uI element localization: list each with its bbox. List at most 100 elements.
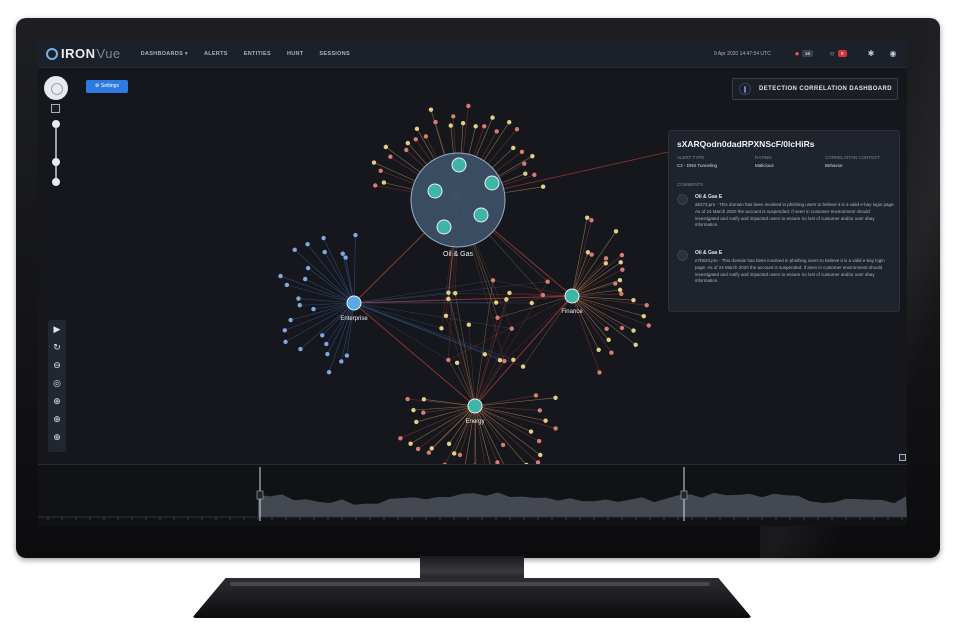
meta-value: Malicious <box>755 163 774 168</box>
zoom-out-icon[interactable]: ⊖ <box>53 360 61 370</box>
add-icon[interactable]: ⊕ <box>53 432 61 442</box>
leaf-node <box>413 137 418 142</box>
graph-edge <box>448 359 476 407</box>
leaf-node <box>545 279 550 284</box>
brand-name: IRON <box>61 46 96 61</box>
leaf-node <box>321 235 326 241</box>
refresh-icon[interactable]: ↻ <box>53 342 61 352</box>
nav-dashboards[interactable]: DASHBOARDS ▾ <box>140 50 188 57</box>
graph-edge <box>298 298 355 304</box>
graph-edge <box>353 292 456 304</box>
hub-link <box>353 302 476 407</box>
meta-key: CORRELATION CONTEXT <box>825 155 880 160</box>
leaf-node <box>326 369 332 375</box>
leaf-node <box>633 342 638 348</box>
leaf-node <box>618 260 623 265</box>
nav-alerts[interactable]: ALERTS <box>203 50 228 57</box>
leaf-node <box>325 351 330 357</box>
graph-edge <box>410 405 476 444</box>
hub-link <box>474 295 573 407</box>
leaf-node <box>446 441 452 447</box>
main-nav: DASHBOARDS ▾ ALERTS ENTITIES HUNT SESSIO… <box>141 51 366 57</box>
graph-edge <box>431 405 476 449</box>
expand-timeline-icon[interactable] <box>899 454 906 461</box>
notification-icon[interactable]: ○ <box>829 49 835 58</box>
hub-node <box>564 288 580 304</box>
ironvue-logo[interactable]: IRON Vue <box>46 46 121 61</box>
leaf-node <box>414 126 420 132</box>
graph-edge <box>571 295 649 326</box>
comments-header: COMMENTS <box>677 182 704 187</box>
leaf-node <box>282 328 287 333</box>
leaf-node <box>490 278 496 283</box>
graph-edge <box>459 405 476 455</box>
zoom-slider-bottom-knob[interactable] <box>52 178 60 186</box>
graph-edge <box>571 295 647 306</box>
graph-edge <box>474 405 477 464</box>
comment-author: Oil & Gas E <box>695 194 723 200</box>
nav-entities[interactable]: ENTITIES <box>243 50 271 57</box>
meta-correlation-context: CORRELATION CONTEXT Behavior <box>825 155 880 168</box>
leaf-node <box>446 357 451 363</box>
user-icon[interactable]: ◉ <box>889 49 897 58</box>
zoom-in-icon[interactable]: ⊕ <box>53 396 61 406</box>
graph-edge <box>504 295 573 362</box>
timeline-area-chart[interactable] <box>38 465 907 526</box>
graph-edge <box>571 279 621 297</box>
leaf-node <box>553 395 558 400</box>
leaf-node <box>473 124 478 129</box>
monitor-stand-base <box>192 578 752 618</box>
graph-edge <box>353 302 442 329</box>
leaf-node <box>596 347 601 353</box>
leaf-node <box>381 180 387 185</box>
pan-control[interactable] <box>44 76 68 100</box>
graph-edge <box>474 405 540 411</box>
zoom-slider-handle[interactable] <box>52 158 60 166</box>
leaf-node <box>482 124 487 129</box>
leaf-node <box>495 460 500 464</box>
graph-edge <box>280 275 355 304</box>
meta-value: C2 - DNS Tunneling <box>677 163 718 168</box>
graph-edge <box>474 292 510 407</box>
zoom-slider-top-knob[interactable] <box>52 120 60 128</box>
graph-edge <box>571 295 636 346</box>
graph-edge <box>416 405 476 423</box>
alert-bell-icon[interactable]: ● <box>794 49 800 58</box>
leaf-node <box>452 451 457 456</box>
graph-edge <box>571 295 599 350</box>
expand-icon[interactable]: ⊕ <box>53 414 61 424</box>
gear-icon[interactable]: ✱ <box>867 49 875 58</box>
leaf-node <box>641 313 646 319</box>
graph-edge <box>342 253 355 304</box>
nav-hunt[interactable]: HUNT <box>286 50 304 57</box>
detection-correlation-dashboard-button[interactable]: DETECTION CORRELATION DASHBOARD <box>732 78 898 100</box>
graph-edge <box>522 295 573 367</box>
graph-edge <box>328 302 355 373</box>
play-icon[interactable]: ▶ <box>53 324 61 334</box>
leaf-node <box>511 357 516 363</box>
graph-edge <box>474 280 494 407</box>
leaf-node <box>631 328 636 333</box>
graph-edge <box>353 302 449 361</box>
alert-detail-panel: sXARQodn0dadRPXNScF/0lcHiRs ALERT TYPE C… <box>668 130 900 312</box>
leaf-node <box>553 426 558 431</box>
dashboard-icon <box>739 83 751 95</box>
app-screen: IRON Vue DASHBOARDS ▾ ALERTS ENTITIES HU… <box>38 40 907 526</box>
comment-text: e7b523.pro - This domain has been involv… <box>695 258 885 284</box>
dashboard-title: DETECTION CORRELATION DASHBOARD <box>759 86 892 92</box>
zoom-fit-icon[interactable] <box>51 104 60 113</box>
leaf-node <box>584 215 590 220</box>
leaf-node <box>603 256 609 261</box>
graph-edge <box>353 302 524 367</box>
zoom-slider-track[interactable] <box>55 124 57 182</box>
leaf-node <box>466 103 471 109</box>
graph-edge <box>571 295 634 331</box>
target-icon[interactable]: ◎ <box>53 378 61 388</box>
graph-edge <box>353 235 356 304</box>
brand-suffix: Vue <box>96 46 121 61</box>
leaf-node <box>540 184 546 189</box>
leaf-node <box>519 149 525 155</box>
settings-button[interactable]: ⚙ Settings <box>86 80 128 93</box>
nav-sessions[interactable]: SESSIONS <box>319 50 350 57</box>
